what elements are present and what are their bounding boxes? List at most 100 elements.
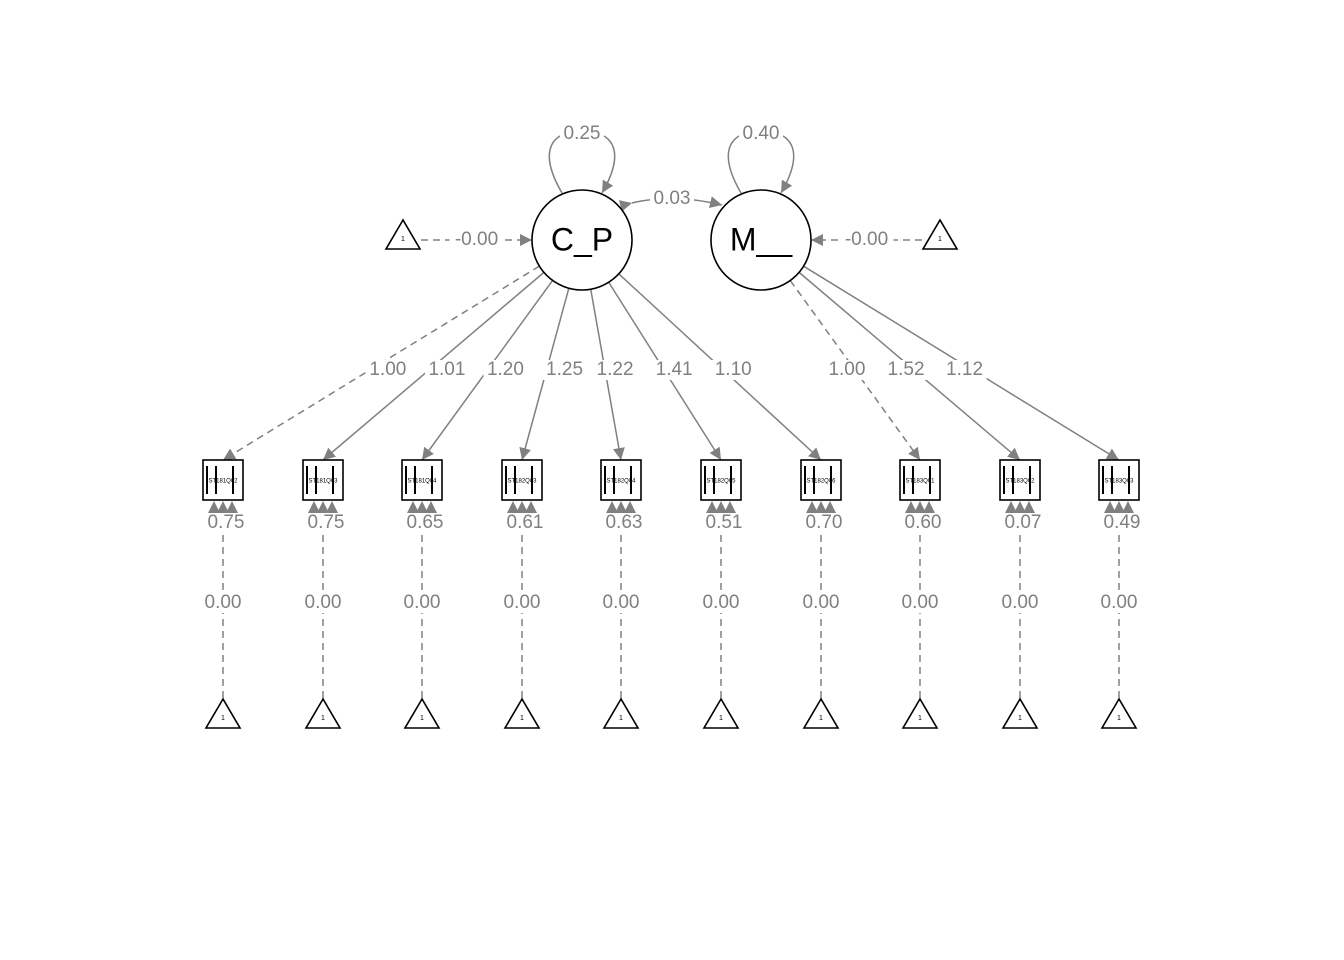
intercept-label-M__-bg [839, 230, 894, 250]
residual-arrowhead [407, 501, 419, 513]
loading-label-ST181Q04: 1.20 [487, 359, 524, 380]
residual-arrowhead [1005, 501, 1017, 513]
loading-label-ST181Q02-bg [365, 360, 410, 380]
intercept-label-ST182Q04: 0.00 [603, 592, 640, 613]
constant-triangle-M__-label: 1 [938, 236, 942, 243]
constant-triangle-ST181Q04-label: 1 [420, 715, 424, 722]
indicator-label-ST182Q04: ST182Q04 [606, 479, 636, 485]
loading-label-ST181Q04-bg [483, 360, 528, 380]
intercept-label-ST183Q01-bg [898, 593, 942, 613]
constant-triangle-ST182Q03-label: 1 [520, 715, 524, 722]
constant-triangle-ST183Q01 [901, 697, 939, 729]
residual-label-ST182Q03: 0.61 [507, 512, 544, 533]
loading-label-ST182Q04: 1.22 [597, 359, 634, 380]
residual-label-ST181Q04-bg [403, 513, 447, 533]
constant-triangle-ST182Q06-label: 1 [819, 715, 823, 722]
indicator-label-ST182Q03: ST182Q03 [507, 479, 537, 485]
loading-label-ST182Q05-bg [652, 360, 697, 380]
residual-label-ST182Q05: 0.51 [706, 512, 743, 533]
loading-label-ST182Q03: 1.25 [546, 359, 583, 380]
constant-triangle-ST181Q02-label: 1 [221, 715, 225, 722]
constant-triangle-C_P [384, 218, 422, 250]
constant-triangle-ST182Q04-label: 1 [619, 715, 623, 722]
latent-label-C_P: C_P [551, 221, 613, 257]
loading-label-ST183Q03-bg [942, 360, 987, 380]
intercept-label-ST183Q02: 0.00 [1002, 592, 1039, 613]
residual-arrowhead [308, 501, 320, 513]
indicator-ST183Q03 [1098, 459, 1140, 501]
residual-arrowhead [724, 501, 736, 513]
intercept-label-ST181Q03-bg [301, 593, 345, 613]
intercept-label-ST182Q04-bg [599, 593, 643, 613]
intercept-label-ST183Q03: 0.00 [1101, 592, 1138, 613]
constant-triangle-ST182Q06 [802, 697, 840, 729]
constant-triangle-M__ [921, 218, 959, 250]
intercept-label-ST182Q05: 0.00 [703, 592, 740, 613]
constant-triangle-ST183Q03 [1100, 697, 1138, 729]
loading-label-ST181Q02: 1.00 [369, 359, 406, 380]
indicator-label-ST183Q01: ST183Q01 [905, 479, 935, 485]
intercept-label-ST182Q06-bg [799, 593, 843, 613]
indicator-label-ST183Q02: ST183Q02 [1005, 479, 1035, 485]
residual-arrowhead [1014, 501, 1026, 513]
intercept-label-ST182Q03-bg [500, 593, 544, 613]
intercept-label-C_P-bg [449, 230, 504, 250]
residual-arrowhead [824, 501, 836, 513]
residual-arrowhead [606, 501, 618, 513]
covariance-label: 0.03 [654, 188, 691, 209]
variance-label-C_P: 0.25 [564, 123, 601, 144]
constant-triangle-ST182Q04 [602, 697, 640, 729]
residual-arrowhead [905, 501, 917, 513]
loading-label-ST182Q06-bg [711, 360, 756, 380]
intercept-label-ST183Q01: 0.00 [902, 592, 939, 613]
indicator-ST181Q02 [202, 459, 244, 501]
residual-label-ST183Q02: 0.07 [1005, 512, 1042, 533]
intercept-label-ST181Q02-bg [201, 593, 245, 613]
constant-triangle-ST183Q02-label: 1 [1018, 715, 1022, 722]
intercept-label-ST182Q06: 0.00 [803, 592, 840, 613]
loading-label-ST182Q06: 1.10 [715, 359, 752, 380]
constant-triangle-ST182Q05-label: 1 [719, 715, 723, 722]
residual-arrowhead [706, 501, 718, 513]
loading-label-ST183Q01-bg [824, 360, 869, 380]
indicator-ST181Q04 [401, 459, 443, 501]
indicator-label-ST181Q02: ST181Q02 [208, 479, 238, 485]
residual-label-ST183Q01: 0.60 [905, 512, 942, 533]
residual-arrowhead [525, 501, 537, 513]
residual-arrowhead [1104, 501, 1116, 513]
constant-triangle-ST181Q03-label: 1 [321, 715, 325, 722]
constant-triangle-ST183Q03-label: 1 [1117, 715, 1121, 722]
residual-label-ST182Q06: 0.70 [806, 512, 843, 533]
residual-arrowhead [208, 501, 220, 513]
residual-label-ST182Q04-bg [602, 513, 646, 533]
residual-label-ST183Q03-bg [1100, 513, 1144, 533]
indicator-label-ST182Q06: ST182Q06 [806, 479, 836, 485]
residual-arrowhead [425, 501, 437, 513]
indicator-label-ST183Q03: ST183Q03 [1104, 479, 1134, 485]
intercept-label-ST182Q05-bg [699, 593, 743, 613]
constant-triangle-ST182Q03 [503, 697, 541, 729]
covariance-label-bg [650, 189, 694, 209]
loading-label-ST183Q02-bg [884, 360, 929, 380]
constant-triangle-ST181Q02 [204, 697, 242, 729]
residual-label-ST181Q02: 0.75 [208, 512, 245, 533]
loading-label-ST181Q03: 1.01 [428, 359, 465, 380]
residual-label-ST182Q05-bg [702, 513, 746, 533]
residual-arrowhead [317, 501, 329, 513]
intercept-label-ST182Q03: 0.00 [504, 592, 541, 613]
latent-M__ [710, 189, 812, 291]
intercept-label-ST183Q02-bg [998, 593, 1042, 613]
indicator-ST182Q06 [800, 459, 842, 501]
indicator-label-ST181Q04: ST181Q04 [407, 479, 437, 485]
intercept-label-C_P: -0.00 [455, 229, 498, 250]
constant-triangle-ST181Q04 [403, 697, 441, 729]
variance-label-C_P-bg [560, 124, 604, 144]
residual-arrowhead [815, 501, 827, 513]
residual-label-ST181Q02-bg [204, 513, 248, 533]
residual-label-ST182Q04: 0.63 [606, 512, 643, 533]
loading-label-ST182Q03-bg [542, 360, 587, 380]
intercept-label-ST181Q03: 0.00 [305, 592, 342, 613]
residual-label-ST183Q01-bg [901, 513, 945, 533]
residual-label-ST183Q02-bg [1001, 513, 1045, 533]
